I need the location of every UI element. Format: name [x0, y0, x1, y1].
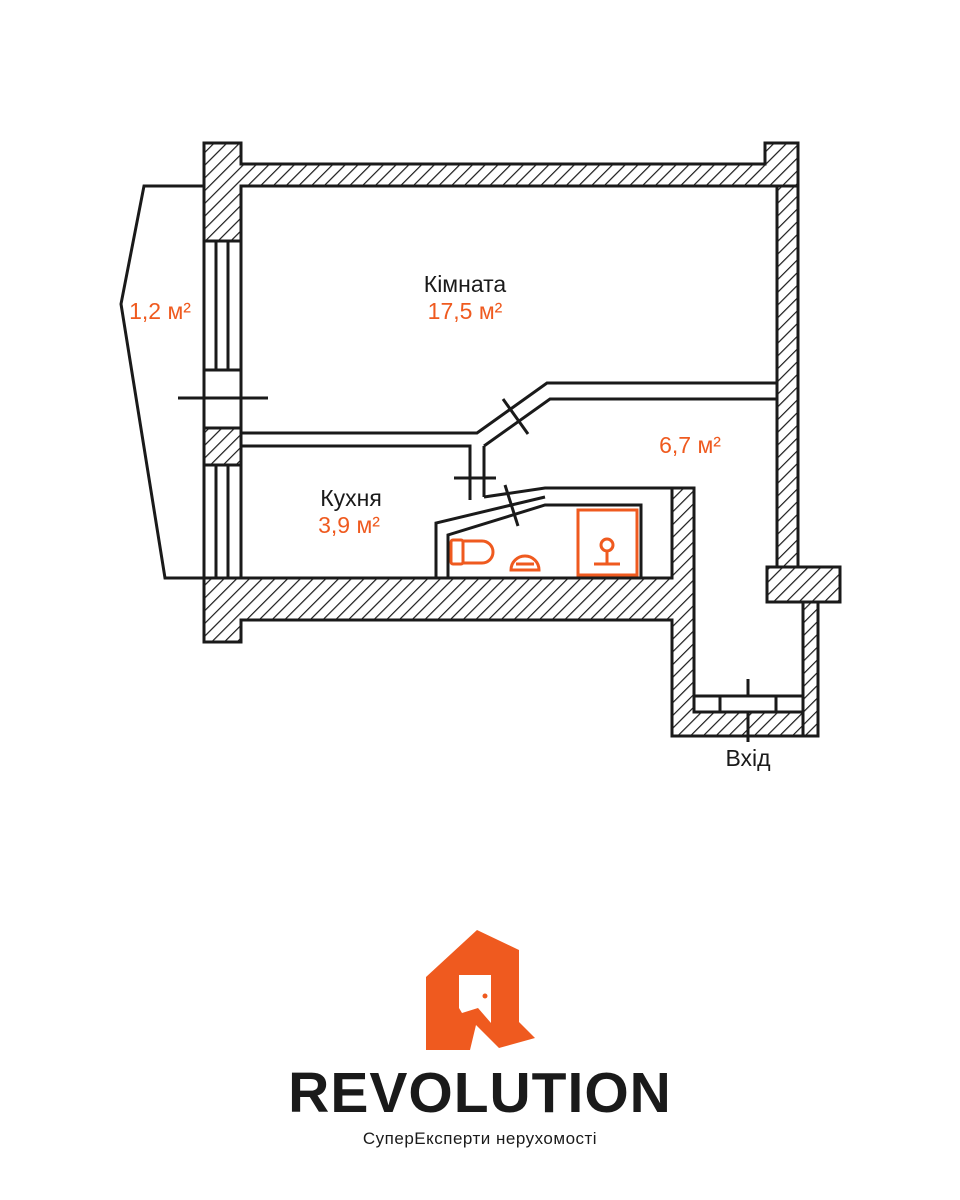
partition-bath-top [483, 486, 672, 499]
toilet-icon [449, 538, 495, 566]
wall-right-pier [765, 565, 842, 604]
room-area-main: 17,5 м² [428, 298, 503, 324]
sink-icon [509, 554, 541, 572]
entrance-label: Вхід [725, 745, 771, 771]
room-area-corridor: 6,7 м² [659, 432, 721, 458]
entrance-threshold [692, 694, 805, 714]
partition-room [241, 381, 777, 435]
window-kitchen [202, 463, 243, 580]
entrance-frame [692, 694, 805, 714]
door-marks [454, 398, 750, 742]
wall-top [202, 141, 800, 243]
partition-bath-inner [446, 503, 643, 578]
room-area-kitchen: 3,9 м² [318, 512, 380, 538]
brand-name: REVOLUTION [288, 1061, 672, 1125]
partition-kitchen-top [241, 444, 472, 468]
windows [202, 239, 243, 580]
partitions [239, 381, 777, 580]
partition-corridor-top [483, 397, 777, 448]
door-bath [503, 484, 520, 527]
wall-right [775, 184, 800, 569]
room-area-balcony: 1,2 м² [129, 298, 191, 324]
partition-kitchen-bath [241, 495, 546, 580]
bathroom-fixtures [449, 508, 639, 577]
walls [202, 141, 842, 738]
brand-tagline: СуперЕксперти нерухомості [363, 1129, 597, 1148]
door-room [501, 398, 530, 435]
room-name-kitchen: Кухня [320, 485, 382, 511]
revolution-logo-icon [426, 930, 535, 1050]
balcony-outline [119, 184, 206, 580]
room-name-main: Кімната [424, 271, 507, 297]
wall-right-lower [801, 600, 820, 738]
window-room [202, 239, 243, 430]
shower-icon [576, 508, 639, 577]
wall-left-middle [202, 426, 243, 467]
